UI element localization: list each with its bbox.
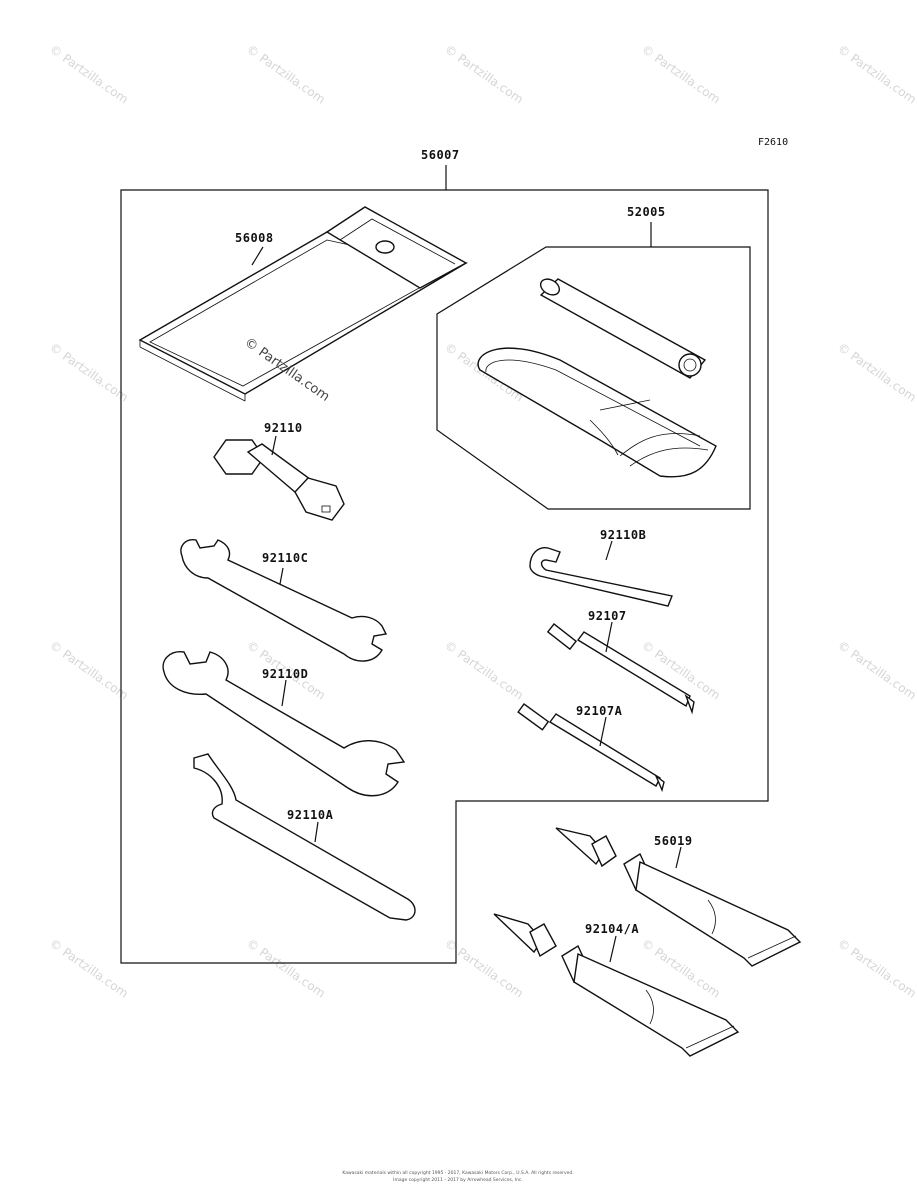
callout-92104A: 92104/A	[585, 922, 640, 936]
tool-pouch	[138, 206, 468, 402]
copyright-line: Kawasaki materials within all copyright …	[342, 1171, 574, 1176]
wrench-small	[180, 539, 388, 662]
wrench-large	[162, 651, 406, 797]
callout-92107: 92107	[588, 609, 627, 623]
hook-wrench	[193, 753, 416, 921]
callout-92110B: 92110B	[600, 528, 647, 542]
callout-56019: 56019	[654, 834, 693, 848]
callout-92110D: 92110D	[262, 667, 309, 681]
bag-outline	[436, 246, 751, 510]
screwdriver-alt	[517, 703, 665, 793]
grease-tube	[555, 827, 802, 967]
callout-92107A: 92107A	[576, 704, 623, 718]
screwdriver	[546, 621, 695, 715]
grease-tube-alt	[493, 913, 740, 1057]
callout-92110: 92110	[264, 421, 303, 435]
hex-key	[529, 540, 673, 607]
plug-wrench	[213, 435, 345, 521]
toolkit-outline	[120, 189, 769, 964]
copyright-line: Image copyright 2011 - 2017 by Arrowhead…	[393, 1178, 523, 1183]
callout-56008: 56008	[235, 231, 274, 245]
callout-56007: 56007	[421, 148, 460, 162]
callout-92110A: 92110A	[287, 808, 334, 822]
figure-code: F2610	[758, 137, 789, 148]
callout-92110C: 92110C	[262, 551, 309, 565]
handle-and-bag	[477, 278, 717, 478]
callout-52005: 52005	[627, 205, 666, 219]
